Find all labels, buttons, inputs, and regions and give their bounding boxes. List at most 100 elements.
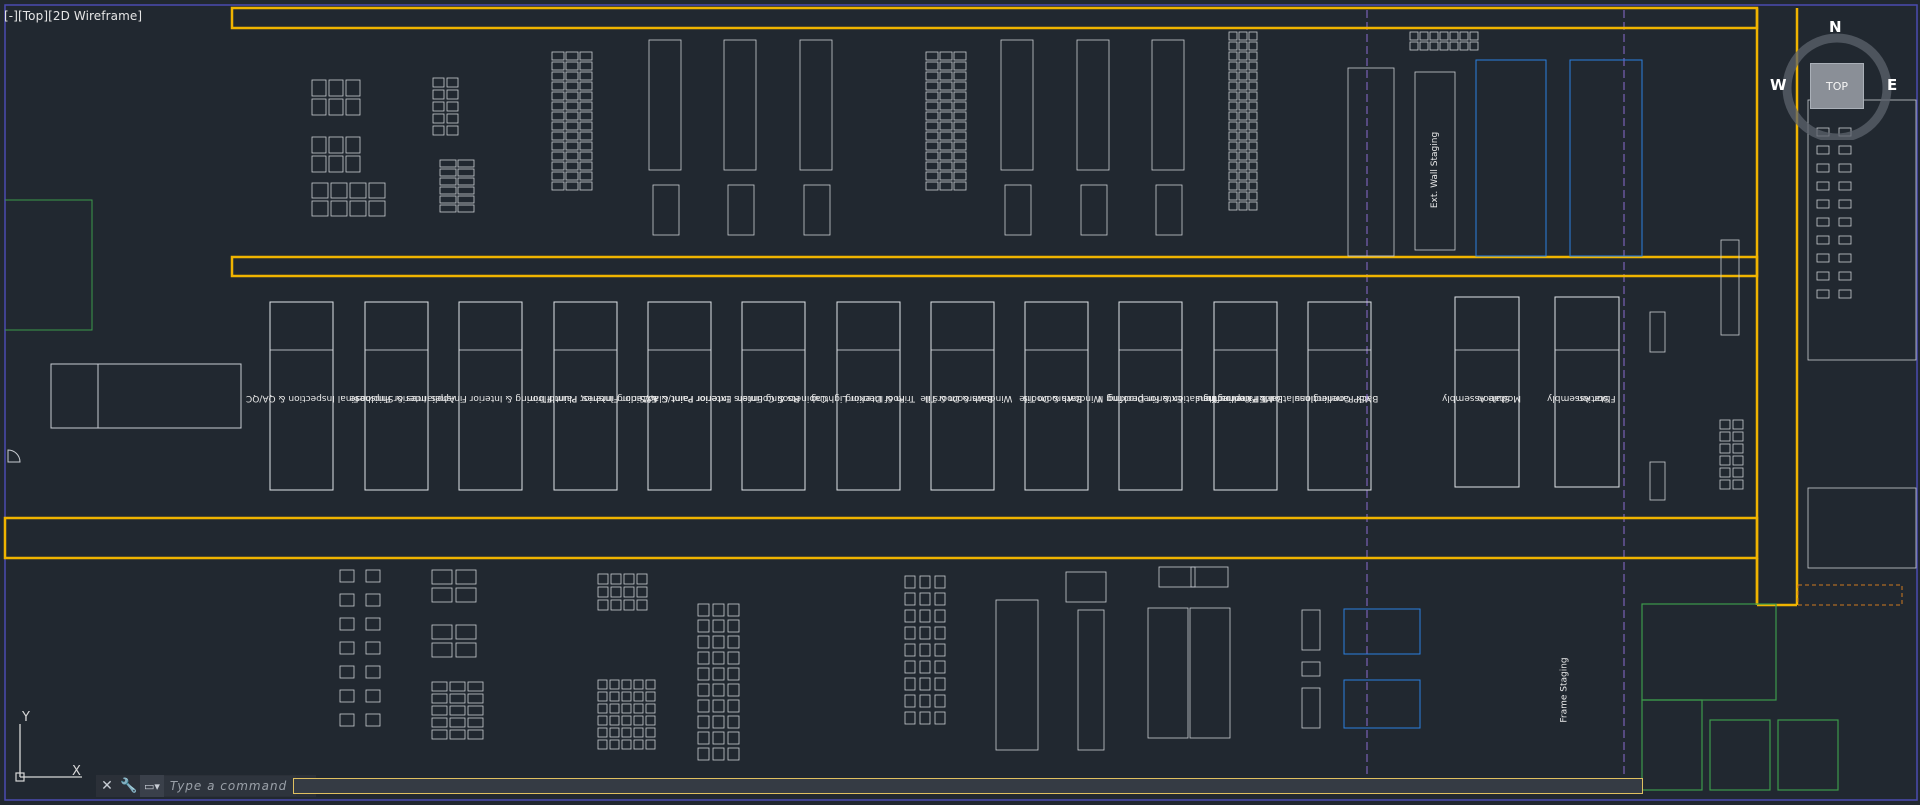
aisle-lanes [3, 6, 1799, 607]
parts-bin [1238, 201, 1248, 211]
shelving-unit [551, 101, 565, 111]
storage-bin [431, 642, 453, 658]
parts-bin [1732, 455, 1744, 466]
storage-bin [432, 77, 445, 88]
recent-commands-button[interactable]: ▭▾ [140, 775, 164, 797]
workbench [652, 184, 680, 236]
parts-bin [597, 679, 608, 690]
compass-north[interactable]: N [1829, 18, 1842, 36]
shelving-unit [953, 61, 967, 71]
storage-bin [431, 717, 448, 728]
storage-bin [345, 155, 361, 173]
station-box[interactable] [364, 301, 429, 491]
fixture [904, 660, 916, 674]
shelving-unit [953, 161, 967, 171]
storage-bin [449, 681, 466, 692]
parts-bin [1238, 131, 1248, 141]
storage-bin [365, 641, 381, 655]
storage-bin [431, 569, 453, 585]
station-box[interactable] [1118, 301, 1183, 491]
tool-station [712, 747, 725, 761]
fixture [919, 694, 931, 708]
station-label-text: Final Inspection & QA/QC [246, 342, 358, 454]
station-box[interactable] [458, 301, 523, 491]
fixture [919, 626, 931, 640]
storage-bin [457, 186, 475, 195]
station-box[interactable] [269, 301, 334, 491]
parts-bin [610, 599, 622, 611]
view-name-menu[interactable]: [Top] [18, 9, 49, 23]
parts-bin [1248, 111, 1258, 121]
station-box[interactable] [647, 301, 712, 491]
storage-bin [311, 79, 327, 97]
wrench-icon[interactable]: 🔧 [120, 778, 138, 794]
station-box[interactable] [741, 301, 806, 491]
station-label-line2: Station [1577, 393, 1609, 403]
command-input[interactable] [163, 776, 296, 796]
station-box[interactable] [1024, 301, 1089, 491]
compass-west[interactable]: W [1770, 76, 1787, 94]
parts-bin [1469, 31, 1479, 41]
fixture [919, 609, 931, 623]
viewport-controls-menu[interactable]: [-] [4, 9, 18, 23]
storage-bin [328, 155, 344, 173]
storage-bin [330, 182, 348, 199]
parts-bin [1228, 91, 1238, 101]
shelving-unit [925, 51, 939, 61]
storage-bin [365, 617, 381, 631]
storage-bin [339, 665, 355, 679]
shelving-unit [939, 151, 953, 161]
close-icon[interactable]: ✕ [101, 778, 113, 794]
parts-bin [633, 691, 644, 702]
station-box[interactable] [836, 301, 901, 491]
visual-style-menu[interactable]: [2D Wireframe] [48, 9, 143, 23]
break-area [1807, 487, 1917, 569]
meeting-room [1641, 603, 1777, 701]
tool-station [697, 603, 710, 617]
desk [1816, 235, 1830, 245]
station-box[interactable] [1213, 301, 1278, 491]
parts-bin [1732, 479, 1744, 490]
compass-east[interactable]: E [1887, 76, 1898, 94]
framing-table [1147, 607, 1189, 739]
station-box[interactable] [930, 301, 995, 491]
shelving-unit [565, 51, 579, 61]
storage-bin [365, 689, 381, 703]
shelving-unit [953, 91, 967, 101]
station-box[interactable] [1554, 296, 1620, 488]
viewcube-top-face[interactable]: TOP [1810, 63, 1864, 109]
shelving-unit [939, 131, 953, 141]
station-box[interactable] [1307, 301, 1372, 491]
storage-bin [311, 182, 329, 199]
parts-bin [633, 739, 644, 750]
parts-bin [609, 679, 620, 690]
parts-bin [1248, 81, 1258, 91]
desk [1838, 145, 1852, 155]
desk [1838, 289, 1852, 299]
storage-bin [446, 89, 459, 100]
fixture [934, 677, 946, 691]
parts-bin [633, 727, 644, 738]
parts-bin [1248, 131, 1258, 141]
shelving-unit [551, 171, 565, 181]
shelving-unit [953, 181, 967, 191]
parts-bin [1238, 181, 1248, 191]
shelving-unit [953, 81, 967, 91]
parts-bin [1449, 41, 1459, 51]
shelving-unit [565, 81, 579, 91]
wall-staging-label: Ext. Wall Staging [1420, 110, 1450, 230]
parts-bin [633, 703, 644, 714]
aisle-middle [230, 255, 1759, 278]
station-box[interactable] [1454, 296, 1520, 488]
shelving-unit [565, 161, 579, 171]
shelving-unit [939, 181, 953, 191]
station-box[interactable] [553, 301, 618, 491]
frame-staging-text: Frame Staging [1560, 657, 1571, 723]
shelving-unit [925, 61, 939, 71]
viewcube[interactable] [1770, 20, 1920, 140]
